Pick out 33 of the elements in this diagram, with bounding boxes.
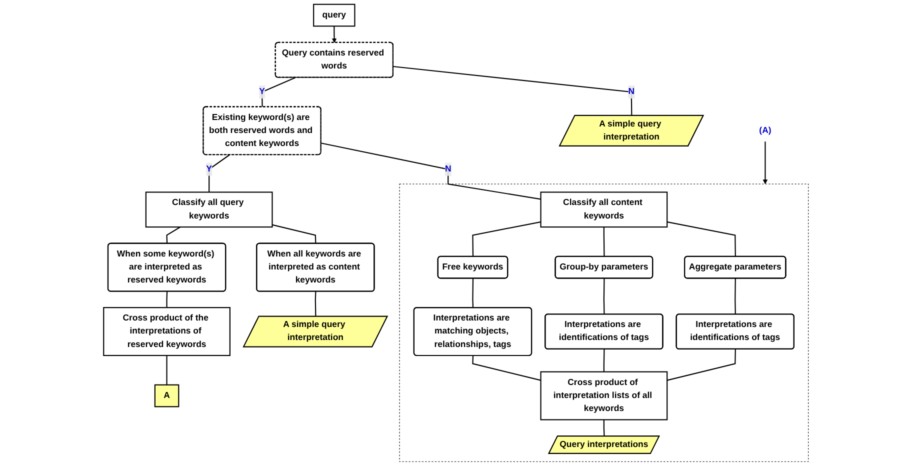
connector [472,221,541,257]
connector [666,349,736,381]
edge-label: Y [206,164,212,174]
connector [603,349,605,372]
node-box: Cross product of interpretation lists of all keywords [540,371,668,420]
connector [320,142,541,200]
node-box: Classify all content keywords [540,192,668,228]
node-box: Classify all query keywords [145,192,273,228]
connector [603,227,605,257]
connector [208,154,230,192]
connector [166,226,181,244]
cluster [399,184,809,462]
connector [603,420,605,436]
connector [666,221,736,257]
arrow [332,26,337,43]
node-text: (A) [759,126,772,136]
connector [603,278,605,314]
connector [166,356,168,385]
connector [472,356,541,381]
edge-label: N [444,164,452,174]
arrow [762,142,768,184]
connector [734,278,736,314]
connector [261,77,296,107]
connector [166,292,168,308]
node-box: query [313,4,356,27]
edge-label: Y [259,87,265,96]
connector [393,66,632,116]
connector [272,224,316,244]
connector [314,292,316,317]
node-box: Cross product of the interpretations of reserved keywords [103,307,230,356]
edge-label: N [628,87,635,96]
node-box: A [154,384,180,408]
connector [472,278,474,308]
